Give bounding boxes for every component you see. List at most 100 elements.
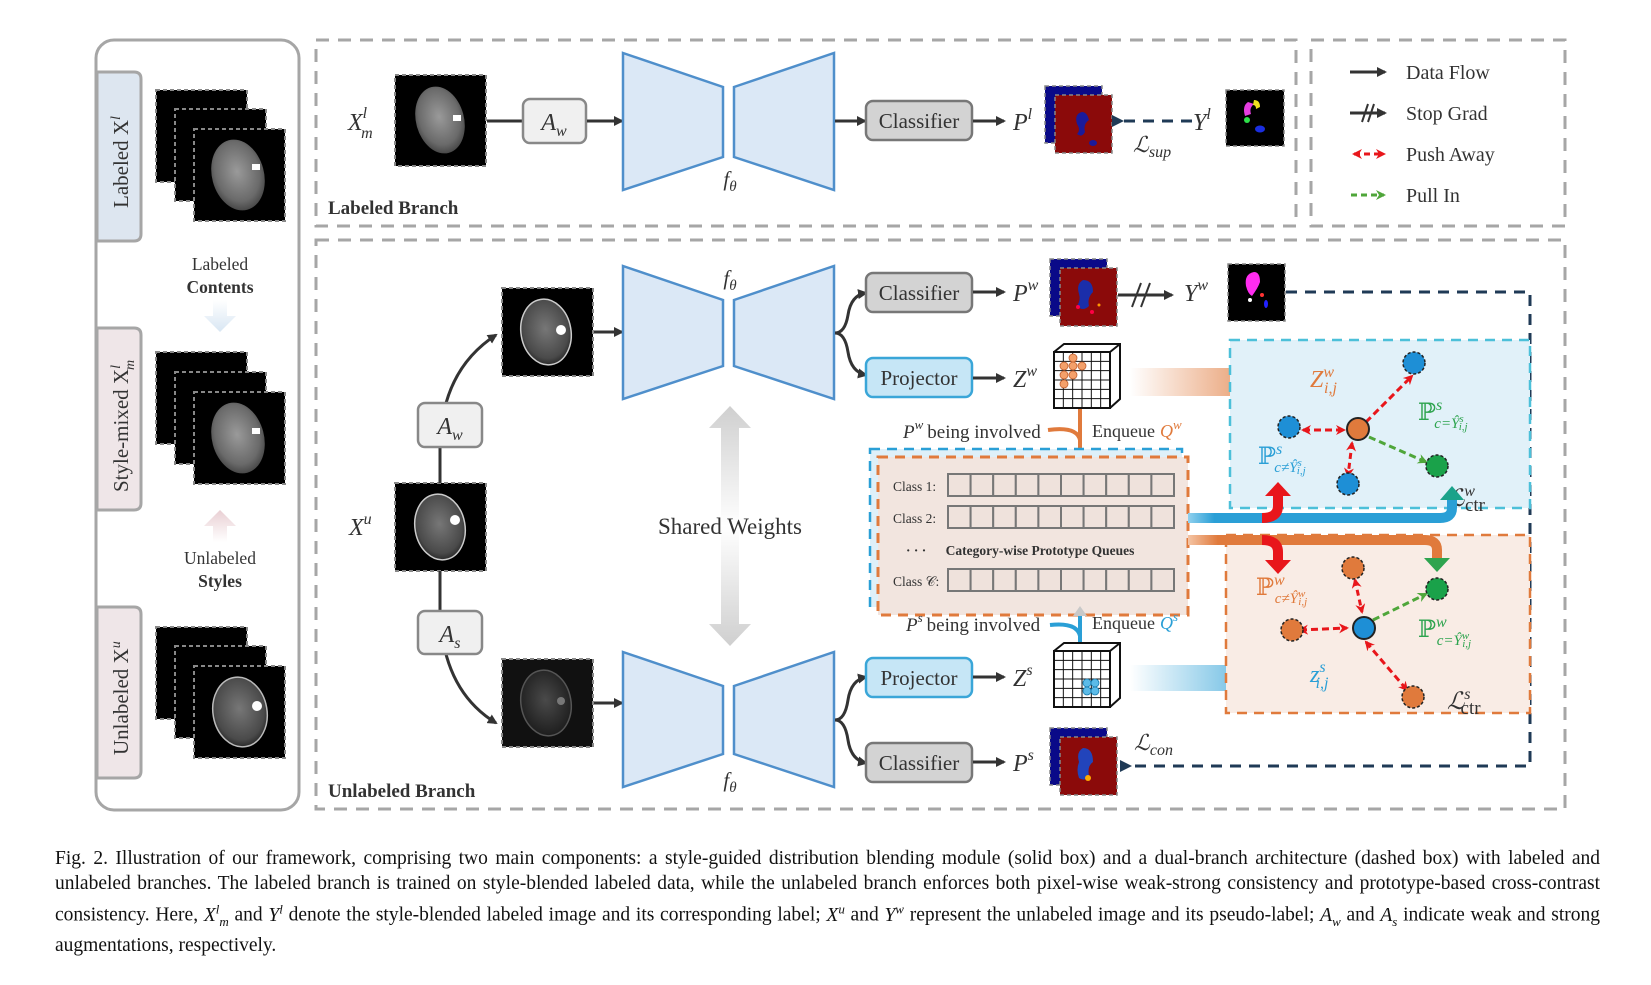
flow-to-classifier-strong	[834, 718, 868, 767]
unlabeled-branch-title: Unlabeled Branch	[328, 781, 476, 802]
weak-aug-image	[501, 287, 594, 377]
unlabeled-image-stack	[155, 626, 286, 759]
caption-text: and	[844, 904, 885, 926]
unlabeled-branch: Unlabeled Branch Xu Aw As	[314, 238, 1567, 811]
queue-slot	[992, 473, 1017, 497]
yl-label: Yl	[1193, 106, 1211, 136]
caption-math-as: As	[1380, 904, 1398, 929]
queue-slot	[1127, 505, 1153, 529]
zs-label: Zs	[1013, 662, 1033, 692]
tab-labeled-label: Labeled Xl	[109, 116, 133, 208]
caption-text: and	[228, 904, 269, 926]
encoder-decoder-weak	[621, 264, 836, 401]
queue-slot	[992, 505, 1017, 529]
queue-slot	[1037, 473, 1063, 497]
queue-title: Category-wise Prototype Queues	[946, 543, 1135, 558]
legend-label: Pull In	[1406, 185, 1460, 207]
loss-sup-label: ℒsup	[1133, 132, 1171, 161]
projector-box-strong: Projector	[864, 656, 974, 699]
anchor-node-icon	[1346, 417, 1370, 441]
queue-to-contrast-tubes	[1188, 482, 1464, 574]
positive-node-icon	[1425, 454, 1449, 478]
prototype-queues: Class 1: Class 2: · · · Category-wise Pr…	[868, 447, 1190, 617]
zw-label: Zw	[1013, 363, 1037, 393]
classifier-box-labeled: Classifier	[864, 99, 974, 142]
tab-labeled-xl: Labeled Xl	[95, 70, 143, 243]
tab-style-mixed-xml: Style-mixed Xlm	[95, 326, 143, 512]
negative-node-icon	[1280, 618, 1304, 642]
queue-slot	[1014, 473, 1040, 497]
queue-slot	[1060, 505, 1085, 529]
anchor-node-icon	[1352, 616, 1376, 640]
svg-text:Classifier: Classifier	[879, 281, 959, 305]
queue-slot	[1060, 473, 1085, 497]
shared-weights-arrow-icon	[709, 406, 751, 646]
yw-pseudo-label-image	[1227, 263, 1286, 322]
ps-involved-connector	[1049, 622, 1082, 637]
caption-math-aw: Aw	[1320, 904, 1341, 929]
queue-slot	[947, 505, 972, 529]
legend-item-push-away: Push Away	[1352, 144, 1495, 166]
queue-slot	[1150, 505, 1176, 529]
labeled-contents-line2: Contents	[186, 277, 253, 297]
classifier-box-weak: Classifier	[864, 271, 974, 314]
zw-feature-cube	[1053, 343, 1121, 409]
pw-involved-connector	[1047, 427, 1082, 441]
consistency-dashed-arrow	[1120, 290, 1532, 772]
pw-prediction-image	[1049, 258, 1118, 327]
f-theta-label-weak: fθ	[723, 266, 737, 294]
labeled-contents-line1: Labeled	[192, 254, 249, 274]
queue-slot	[1014, 568, 1040, 592]
positive-node-icon	[1425, 577, 1449, 601]
as-box-unlabeled: As	[416, 609, 484, 656]
legend-item-data-flow: Data Flow	[1350, 62, 1490, 84]
legend: Data Flow Stop Grad Push Away Pull In	[1309, 38, 1567, 228]
xu-image	[394, 482, 487, 572]
legend-item-stop-grad: Stop Grad	[1350, 103, 1488, 125]
legend-label: Data Flow	[1406, 62, 1490, 84]
labeled-branch-title: Labeled Branch	[328, 198, 459, 219]
caption-text: represent the unlabeled image and its ps…	[903, 904, 1321, 926]
caption-text: Fig. 2. Illustration of our framework, c…	[55, 848, 1600, 926]
queue-slot	[1082, 568, 1108, 592]
zs-feature-cube	[1053, 642, 1121, 708]
queue-slot	[969, 473, 995, 497]
pw-label: Pw	[1012, 277, 1039, 307]
tab-unlabeled-label: Unlabeled Xu	[109, 641, 133, 755]
labeled-image-stack	[155, 89, 286, 222]
strong-aug-image	[501, 658, 594, 748]
flow-to-projector-strong	[834, 673, 868, 722]
aw-box: Aw	[521, 97, 588, 145]
queue-slot	[1105, 568, 1130, 592]
queue-slot	[969, 505, 995, 529]
encoder-decoder-strong	[621, 650, 836, 789]
classifier-box-strong: Classifier	[864, 741, 974, 784]
legend-label: Stop Grad	[1406, 103, 1488, 125]
style-mixed-image-stack	[155, 351, 286, 485]
xml-image	[394, 74, 487, 167]
flow-to-classifier-weak	[834, 289, 868, 335]
queue-slot	[1014, 505, 1040, 529]
queue-slot	[1127, 568, 1153, 592]
style-blending-module: Labeled Xl Style-mixed Xlm Unlabeled Xu …	[94, 38, 301, 812]
legend-item-pull-in: Pull In	[1351, 185, 1460, 207]
unlabeled-styles-line2: Styles	[198, 571, 242, 591]
queue-slot	[1082, 505, 1108, 529]
caption-math-xu: Xu	[826, 901, 845, 926]
queue-row-label: Class 1:	[893, 479, 936, 494]
queue-slot	[1150, 473, 1176, 497]
yl-label-image	[1225, 89, 1285, 147]
pl-prediction-image	[1044, 85, 1113, 154]
svg-text:Aw: Aw	[539, 110, 567, 140]
